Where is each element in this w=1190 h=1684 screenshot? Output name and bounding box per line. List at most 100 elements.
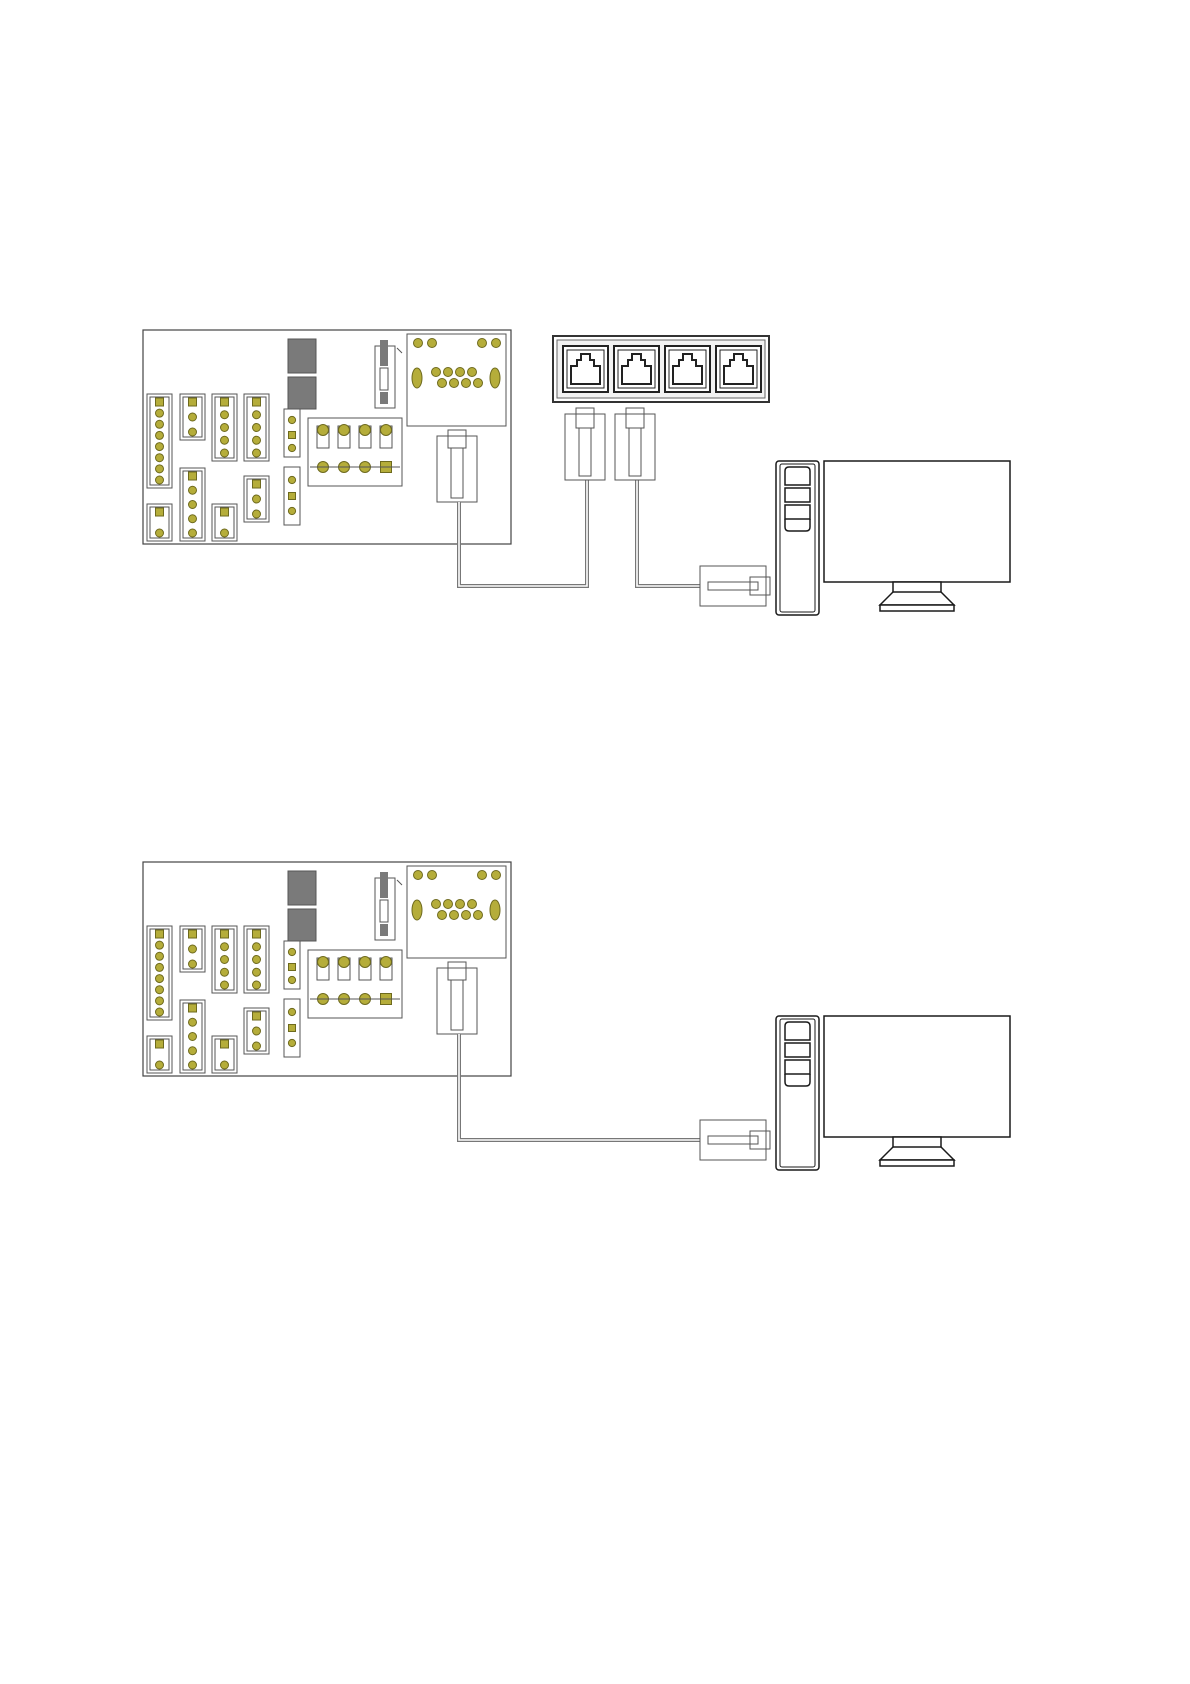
board-rj45-port: [437, 962, 477, 1034]
solder-pad: [444, 900, 453, 909]
rj45-plug-latch: [626, 408, 644, 428]
solder-pad: [253, 424, 261, 432]
solder-pad: [432, 900, 441, 909]
solder-pad: [450, 911, 459, 920]
solder-pad: [360, 425, 371, 436]
solder-pad: [156, 975, 164, 983]
rj45-plug-body: [565, 414, 605, 480]
mounting-pad: [490, 368, 500, 388]
rj45-port-latch: [448, 962, 466, 980]
rj45-plug-contact: [629, 428, 641, 476]
solder-pad: [478, 339, 487, 348]
solder-pad: [456, 900, 465, 909]
pin-header-connector: [212, 394, 237, 461]
pin-header-connector: [212, 1036, 237, 1073]
solder-pad: [438, 379, 447, 388]
solder-pad: [156, 963, 164, 971]
solder-pad: [156, 476, 164, 484]
solder-pad: [318, 425, 329, 436]
solder-pad-square: [253, 1012, 261, 1020]
solder-pad: [189, 428, 197, 436]
solder-pad: [221, 1061, 229, 1069]
solder-pad-square: [156, 930, 164, 938]
slide-switch: [375, 872, 402, 940]
solder-pad: [156, 997, 164, 1005]
solder-pad-square: [253, 480, 261, 488]
rj45-plug-body: [700, 1120, 766, 1160]
pin-header-connector: [147, 504, 172, 541]
solder-pad-square: [253, 398, 261, 406]
slide-switch-marker: [397, 348, 402, 353]
small-connector: [284, 941, 300, 989]
solder-pad: [478, 871, 487, 880]
solder-pad: [462, 911, 471, 920]
rj45-plug: [565, 408, 605, 480]
rj45-plug-latch: [750, 1131, 770, 1149]
pin-header-connector: [180, 1000, 205, 1073]
solder-pad: [288, 444, 295, 451]
monitor-screen: [824, 461, 1010, 582]
port-inner: [567, 350, 604, 388]
solder-pad: [221, 956, 229, 964]
solder-pad: [189, 501, 197, 509]
solder-pad: [156, 529, 164, 537]
switch-port-2: [614, 346, 659, 392]
rj45-port-outline: [437, 436, 477, 502]
pin-header-connector: [244, 926, 269, 993]
inductor-block: [288, 871, 316, 905]
solder-pad: [288, 416, 295, 423]
solder-pad: [318, 957, 329, 968]
pin-header-connector: [180, 468, 205, 541]
solder-pad: [432, 368, 441, 377]
network-switch: [553, 336, 769, 402]
controller-board: [143, 330, 511, 544]
desktop-tower: [776, 461, 819, 615]
solder-pad-square: [289, 964, 296, 971]
solder-pad: [156, 454, 164, 462]
controller-board: [143, 862, 511, 1076]
cable-outer: [459, 1034, 700, 1140]
diagram-direct-connection: [143, 862, 1010, 1170]
network-cable: [637, 480, 700, 586]
solder-pad: [288, 1008, 295, 1015]
pin-header-connector: [147, 394, 172, 488]
pin-header-connector: [180, 394, 205, 440]
cable-inner: [637, 480, 700, 586]
solder-pad-square: [289, 493, 296, 500]
rj45-plug-horizontal: [700, 1120, 770, 1160]
solder-pad: [450, 379, 459, 388]
board-rj45-port: [437, 430, 477, 502]
pin-header-connector: [244, 476, 269, 522]
solder-pad-square: [221, 398, 229, 406]
solder-pad: [189, 529, 197, 537]
pin-header-connector: [212, 504, 237, 541]
cable-inner: [459, 480, 587, 586]
solder-pad: [492, 871, 501, 880]
solder-pad: [156, 420, 164, 428]
rj45-port-latch: [448, 430, 466, 448]
cable-outer: [459, 480, 587, 586]
solder-pad: [189, 1047, 197, 1055]
port-inner: [618, 350, 655, 388]
solder-pad: [156, 986, 164, 994]
solder-pad: [189, 945, 197, 953]
monitor-base: [880, 605, 954, 611]
rj45-port-outline: [437, 968, 477, 1034]
pin-header-connector: [244, 1008, 269, 1054]
solder-pad: [339, 957, 350, 968]
solder-pad: [428, 871, 437, 880]
monitor: [824, 461, 1010, 611]
slide-switch-bottom: [380, 392, 388, 404]
inductor-block: [288, 339, 316, 373]
monitor-neck: [893, 1137, 941, 1147]
solder-pad: [189, 486, 197, 494]
connector-outline: [147, 394, 172, 488]
rj45-port-slot: [451, 448, 463, 498]
solder-pad: [156, 465, 164, 473]
monitor-neck: [893, 582, 941, 592]
solder-pad: [189, 1033, 197, 1041]
solder-pad-square: [189, 1004, 197, 1012]
solder-pad: [253, 1042, 261, 1050]
solder-pad-square: [156, 1040, 164, 1048]
port-inner: [720, 350, 757, 388]
